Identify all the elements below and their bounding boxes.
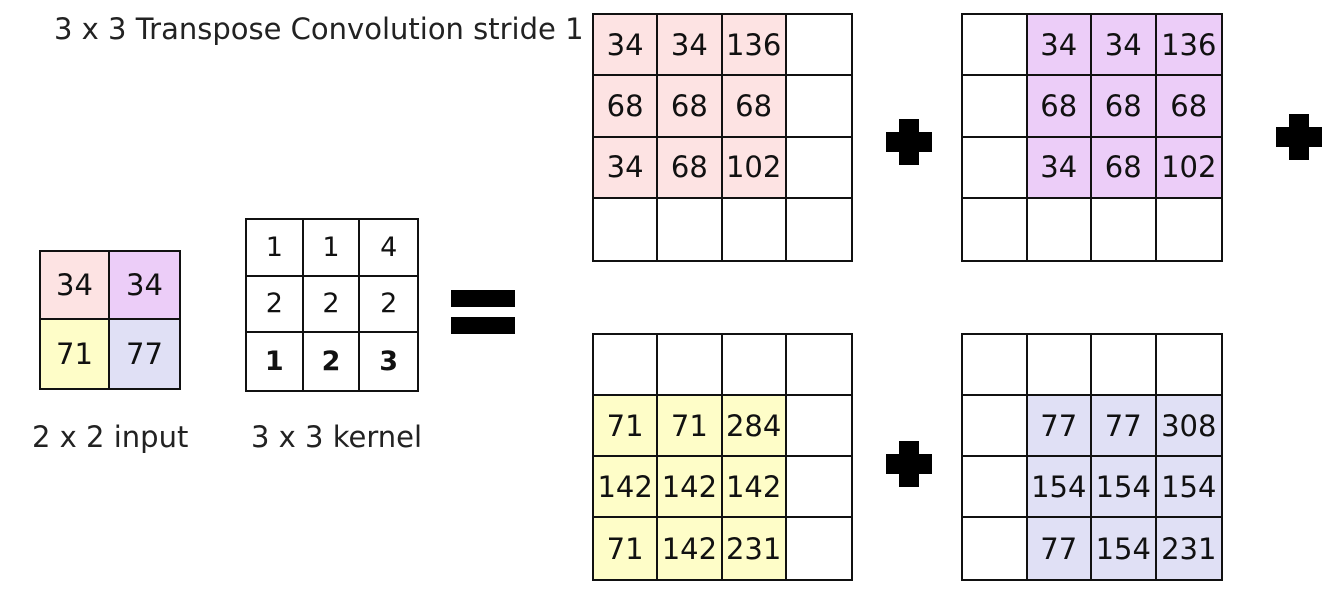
output-cell-empty	[1028, 198, 1092, 260]
equals-sign	[451, 290, 515, 334]
kernel-cell: 2	[360, 277, 417, 334]
kernel-cell: 2	[247, 276, 304, 334]
output-cell-empty	[787, 518, 851, 579]
output-cell-empty	[963, 76, 1028, 138]
input-cell: 34	[41, 252, 110, 320]
kernel-cell: 4	[360, 220, 417, 277]
output-cell: 34	[594, 137, 659, 199]
kernel-cell: 3	[379, 346, 399, 378]
output-cell-empty	[1092, 335, 1157, 396]
output-cell-empty	[722, 335, 787, 396]
output-cell-empty	[658, 335, 723, 396]
output-cell: 136	[1156, 15, 1221, 77]
output-cell: 71	[594, 518, 659, 579]
output-cell: 71	[594, 396, 659, 457]
output-cell: 142	[722, 457, 787, 518]
output-cell: 308	[1156, 396, 1221, 457]
output-cell-empty	[963, 198, 1028, 260]
output-cell: 102	[722, 137, 787, 199]
kernel-cell: 1	[247, 220, 304, 277]
output-cell-empty	[963, 396, 1028, 457]
output-cell-empty	[963, 518, 1028, 579]
output-cell: 68	[1027, 76, 1092, 138]
output-cell: 142	[658, 518, 723, 579]
output-cell-empty	[963, 335, 1028, 396]
plus-sign	[886, 119, 932, 165]
output-cell-empty	[1156, 335, 1221, 396]
output-cell: 154	[1092, 518, 1157, 579]
output-cell: 284	[722, 396, 787, 457]
output-cell-empty	[786, 138, 851, 199]
kernel-caption: 3 x 3 kernel	[251, 420, 423, 454]
output-cell: 68	[658, 76, 723, 138]
output-cell: 68	[658, 137, 723, 199]
output-cell-empty	[1027, 335, 1092, 396]
output-cell-empty	[594, 335, 659, 396]
input-cell: 71	[41, 320, 110, 388]
output-cell: 231	[722, 518, 787, 579]
output-cell-empty	[1157, 199, 1222, 260]
input-caption: 2 x 2 input	[32, 420, 189, 454]
output-cell: 231	[1156, 518, 1221, 579]
kernel-cell: 1	[247, 333, 304, 390]
kernel-cell: 2	[303, 276, 361, 334]
output-cell-empty	[786, 15, 851, 77]
output-cell: 68	[1092, 137, 1157, 199]
output-cell-empty	[658, 198, 723, 260]
output-cell: 68	[722, 76, 787, 138]
output-cell: 68	[1156, 76, 1221, 138]
output-cell: 102	[1156, 137, 1221, 199]
output-cell-empty	[786, 76, 851, 138]
plus-sign	[1276, 114, 1322, 160]
output-cell: 34	[1027, 137, 1092, 199]
output-cell: 68	[1092, 76, 1157, 138]
input-cell: 34	[110, 252, 179, 320]
output-cell: 34	[1027, 15, 1092, 77]
output-cell: 136	[722, 15, 787, 77]
output-cell: 34	[1092, 15, 1157, 77]
diagram-title: 3 x 3 Transpose Convolution stride 1	[54, 12, 584, 46]
output-cell: 68	[594, 76, 659, 138]
output-cell: 71	[658, 396, 723, 457]
output-cell: 77	[1092, 396, 1157, 457]
output-cell: 77	[1027, 518, 1092, 579]
output-cell: 142	[658, 457, 723, 518]
output-cell: 77	[1027, 396, 1092, 457]
output-cell-empty	[786, 457, 851, 518]
output-cell-empty	[786, 335, 851, 396]
output-cell: 154	[1156, 457, 1221, 518]
output-cell: 142	[594, 457, 659, 518]
output-cell-empty	[594, 198, 659, 260]
plus-sign	[886, 441, 932, 487]
input-cell: 77	[110, 320, 179, 388]
output-cell-empty	[1092, 198, 1157, 260]
kernel-cell: 1	[303, 220, 361, 277]
output-cell-empty	[963, 457, 1028, 518]
kernel-cell: 2	[304, 333, 361, 390]
output-cell-empty	[787, 199, 851, 260]
output-cell: 34	[658, 15, 723, 77]
output-cell: 154	[1092, 457, 1157, 518]
output-cell: 34	[594, 15, 659, 77]
output-cell-empty	[963, 15, 1028, 77]
output-cell-empty	[723, 198, 787, 260]
output-cell: 154	[1027, 457, 1092, 518]
output-cell-empty	[963, 137, 1028, 199]
output-cell-empty	[786, 396, 851, 457]
